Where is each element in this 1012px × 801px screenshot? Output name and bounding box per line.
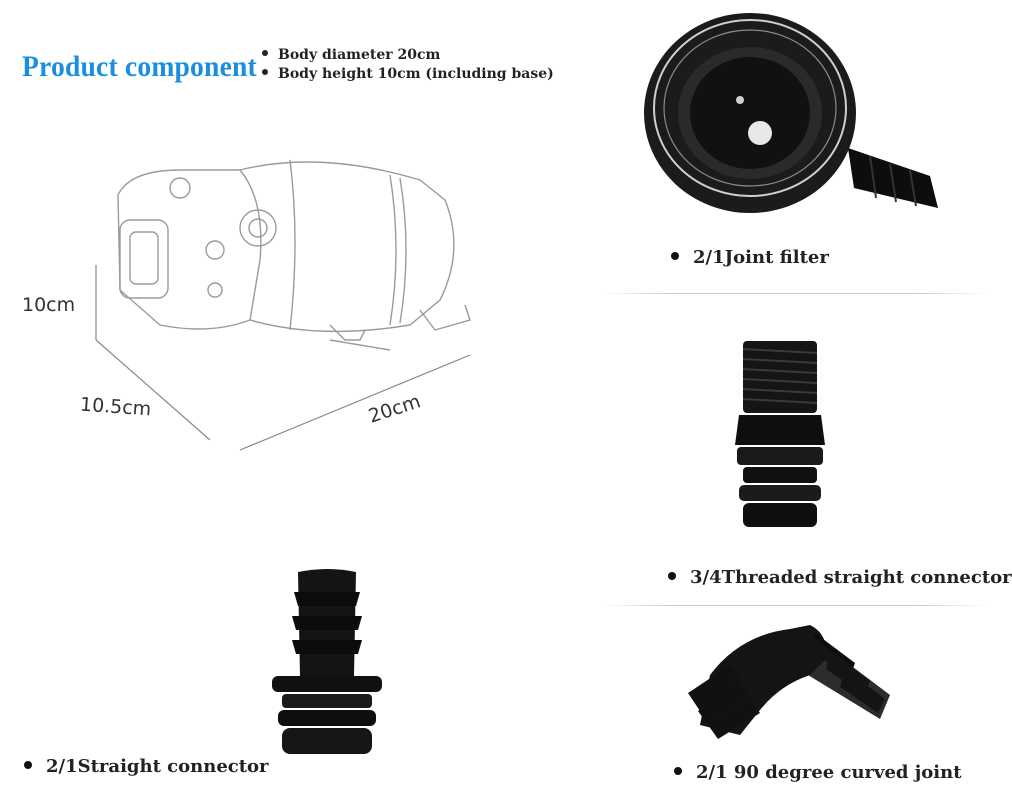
straight-connector-image [272,569,382,754]
bullet-icon [262,69,268,75]
spec-body-height: Body height 10cm (including base) [262,66,554,82]
bullet-icon [24,761,32,769]
bullet-icon [671,252,679,260]
bullet-icon [262,50,268,56]
curved-joint-90-image [688,625,890,739]
bullet-icon [668,572,676,580]
joint-filter-image [644,13,938,213]
section-divider [600,293,990,294]
component-joint-filter-label: 2/1Joint filter [671,247,829,268]
threaded-straight-connector-image [735,341,825,527]
section-divider [600,605,990,606]
product-component-title: Product component [22,50,257,83]
component-straight-connector-label: 2/1Straight connector [24,756,269,777]
bullet-icon [674,767,682,775]
component-curved-joint-label: 2/1 90 degree curved joint [674,762,962,783]
component-threaded-straight-connector-label: 3/4Threaded straight connector [668,567,1012,588]
pump-sketch-image [95,159,471,451]
height-dimension-label: 10cm [22,294,76,316]
spec-body-diameter: Body diameter 20cm [262,47,440,63]
